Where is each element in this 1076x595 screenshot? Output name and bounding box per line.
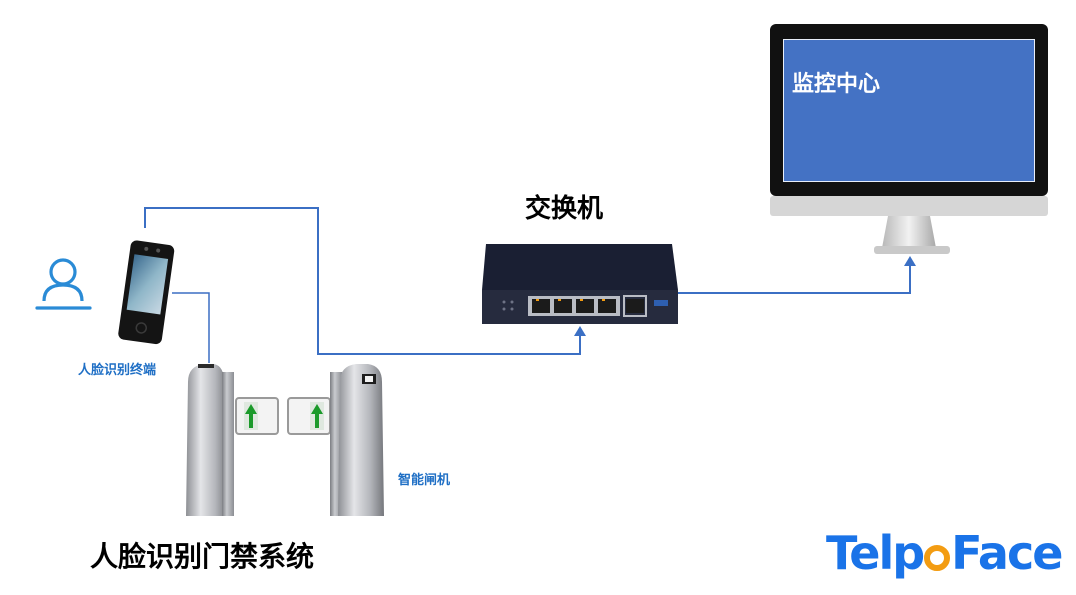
switch-label: 交换机: [525, 194, 604, 224]
monitor: 监控中心: [770, 24, 1048, 256]
person-icon: [34, 256, 94, 316]
arrow-to-switch: [574, 326, 586, 336]
monitor-label: 监控中心: [792, 72, 881, 97]
wire-switch-to-monitor: [670, 262, 911, 294]
switch-icon: [482, 244, 678, 324]
arrow-to-monitor: [904, 256, 916, 266]
gate-label: 智能闸机: [398, 473, 451, 488]
brand-logo-part1: Telp: [826, 526, 925, 580]
brand-logo-part2: Face: [951, 526, 1063, 580]
terminal-label: 人脸识别终端: [78, 363, 157, 378]
terminal-icon: [118, 240, 175, 345]
face-terminal: [110, 240, 178, 348]
monitor-screen: 监控中心: [783, 39, 1035, 182]
system-title: 人脸识别门禁系统: [90, 540, 315, 573]
gate-icon: [186, 364, 384, 516]
wire-terminal-to-switch: [144, 207, 581, 355]
turnstile-gate: [184, 360, 388, 520]
brand-logo: Telp Face: [826, 526, 1063, 580]
wire-terminal-to-gate: [172, 292, 210, 363]
brand-logo-dot: [924, 545, 951, 571]
network-switch: [480, 244, 680, 324]
